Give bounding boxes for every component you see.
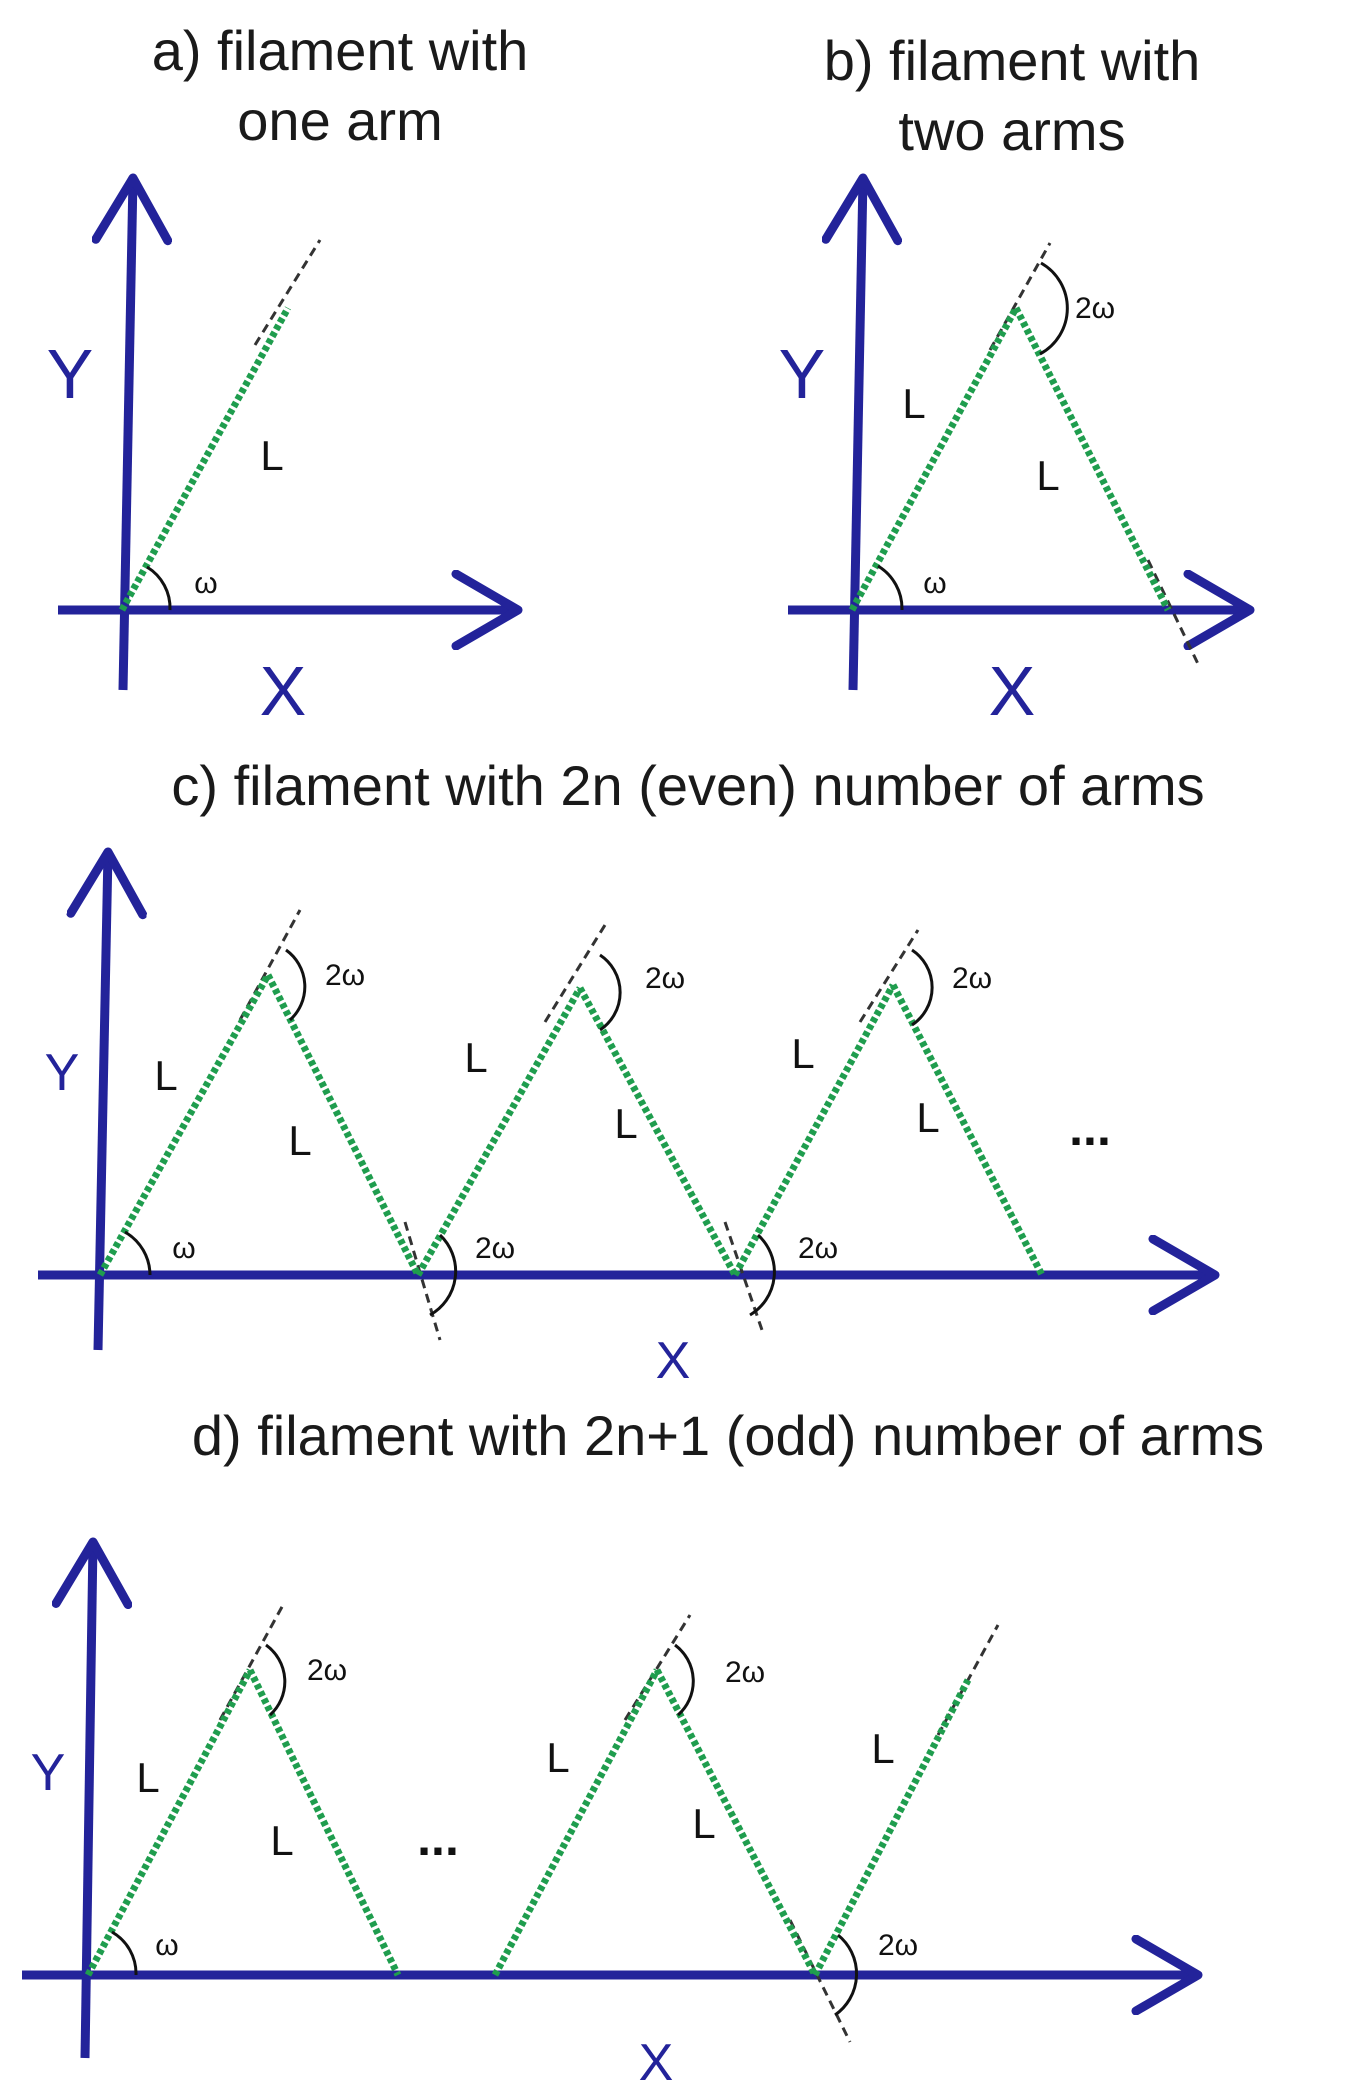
panel-d-arm-3 xyxy=(491,1668,661,1977)
panel-d-angle-arc-1 xyxy=(111,1930,138,1976)
panel-d-angle-label-2: 2ω xyxy=(307,1654,347,1687)
panel-b-angle-label-1: ω xyxy=(923,567,946,600)
panel-b-title-line2: two arms xyxy=(898,99,1125,162)
panel-d-arm-label-4: L xyxy=(692,1800,715,1847)
panel-d-ellipsis: ... xyxy=(417,1810,459,1866)
panel-b-y-axis xyxy=(853,178,863,691)
panel-c-ellipsis: ... xyxy=(1069,1100,1111,1156)
panel-c-angle-label-4: 2ω xyxy=(952,962,992,995)
panel-b-angle-arc-1 xyxy=(877,564,904,611)
panel-a-y-axis xyxy=(123,178,133,691)
panel-a-extension-line xyxy=(253,239,322,346)
panel-c-arm-label-2: L xyxy=(288,1117,311,1164)
panel-a: a) filament with one arm Y X ω L xyxy=(47,19,529,730)
panel-c-arm-3 xyxy=(414,986,584,1277)
panel-a-arm-1 xyxy=(118,306,292,612)
panel-c-y-label: Y xyxy=(45,1044,80,1102)
panel-c-arm-label-1: L xyxy=(154,1052,177,1099)
panel-c-angle-arc-1 xyxy=(124,1230,152,1276)
panel-d-arm-5 xyxy=(811,1678,972,1977)
panel-c-x-label: X xyxy=(656,1332,691,1390)
panel-d-arm-label-3: L xyxy=(546,1734,569,1781)
panel-c-angle-label-3: 2ω xyxy=(645,962,685,995)
panel-a-y-label: Y xyxy=(47,335,94,413)
panel-c-arm-label-4: L xyxy=(614,1100,637,1147)
panel-b-extension-2 xyxy=(1146,559,1202,669)
panel-c: c) filament with 2n (even) number of arm… xyxy=(38,754,1215,1390)
panel-c-angle-label-6: 2ω xyxy=(798,1232,838,1265)
panel-d-extension-2 xyxy=(623,1614,692,1721)
panel-d-angle-label-1: ω xyxy=(155,1929,178,1962)
panel-d-angle-label-3: 2ω xyxy=(725,1656,765,1689)
panel-d-arm-1 xyxy=(84,1668,254,1977)
panel-d-arm-2 xyxy=(246,1668,402,1977)
panel-c-angle-label-1: ω xyxy=(172,1232,195,1265)
panel-a-arm-label: L xyxy=(260,432,283,479)
panel-d-angle-label-4: 2ω xyxy=(878,1929,918,1962)
panel-c-angle-arc-2 xyxy=(285,948,307,1022)
panel-d-angle-arc-2 xyxy=(265,1643,287,1717)
panel-b-y-label: Y xyxy=(779,335,826,413)
panel-d-angle-arc-4 xyxy=(834,1933,859,2017)
panel-d-y-axis xyxy=(85,1542,93,2059)
panel-a-title-line2: one arm xyxy=(237,89,442,152)
panel-b-x-label: X xyxy=(989,652,1036,730)
panel-c-extension-4 xyxy=(403,1221,442,1341)
panel-b-arm-label-1: L xyxy=(902,380,925,427)
panel-c-angle-label-5: 2ω xyxy=(475,1232,515,1265)
panel-b-angle-arc-2 xyxy=(1039,261,1069,356)
panel-c-angle-label-2: 2ω xyxy=(325,959,365,992)
panel-c-title: c) filament with 2n (even) number of arm… xyxy=(171,754,1204,817)
panel-c-arm-5 xyxy=(731,983,897,1277)
panel-a-title-line1: a) filament with xyxy=(152,19,529,82)
panel-d: d) filament with 2n+1 (odd) number of ar… xyxy=(22,1404,1264,2092)
panel-d-arm-label-5: L xyxy=(871,1725,894,1772)
panel-c-arm-6 xyxy=(889,983,1046,1277)
panel-d-arm-4 xyxy=(653,1668,819,1977)
panel-c-arm-label-5: L xyxy=(791,1030,814,1077)
panel-c-y-axis xyxy=(98,852,108,1351)
panel-a-angle-label: ω xyxy=(194,567,217,600)
panel-c-angle-arc-6 xyxy=(749,1233,776,1317)
panel-c-angle-arc-3 xyxy=(599,953,622,1032)
panel-b-arm-1 xyxy=(848,306,1020,612)
panel-c-angle-arc-5 xyxy=(429,1233,458,1317)
panel-b-arm-2 xyxy=(1012,306,1172,612)
panel-b-angle-label-2: 2ω xyxy=(1075,292,1115,325)
panel-c-arm-label-6: L xyxy=(916,1094,939,1141)
panel-b-title-line1: b) filament with xyxy=(824,29,1201,92)
panel-d-arm-label-1: L xyxy=(136,1754,159,1801)
panel-d-arm-label-2: L xyxy=(270,1817,293,1864)
panel-c-arm-1 xyxy=(96,973,272,1277)
panel-a-x-label: X xyxy=(260,652,307,730)
panel-d-x-label: X xyxy=(639,2034,674,2092)
panel-c-extension-1 xyxy=(238,909,302,1021)
panel-d-y-label: Y xyxy=(31,1744,66,1802)
panel-c-arm-label-3: L xyxy=(464,1034,487,1081)
panel-a-angle-arc xyxy=(146,565,172,611)
panel-d-angle-arc-3 xyxy=(674,1643,695,1717)
panel-c-extension-2 xyxy=(543,924,607,1023)
panel-d-title: d) filament with 2n+1 (odd) number of ar… xyxy=(192,1404,1264,1467)
panel-c-angle-arc-4 xyxy=(911,948,934,1027)
panel-c-extension-3 xyxy=(858,929,920,1023)
panel-b: b) filament with two arms Y X ω 2ω L L xyxy=(779,29,1250,730)
panel-b-arm-label-2: L xyxy=(1036,452,1059,499)
panel-c-arm-4 xyxy=(576,986,739,1277)
